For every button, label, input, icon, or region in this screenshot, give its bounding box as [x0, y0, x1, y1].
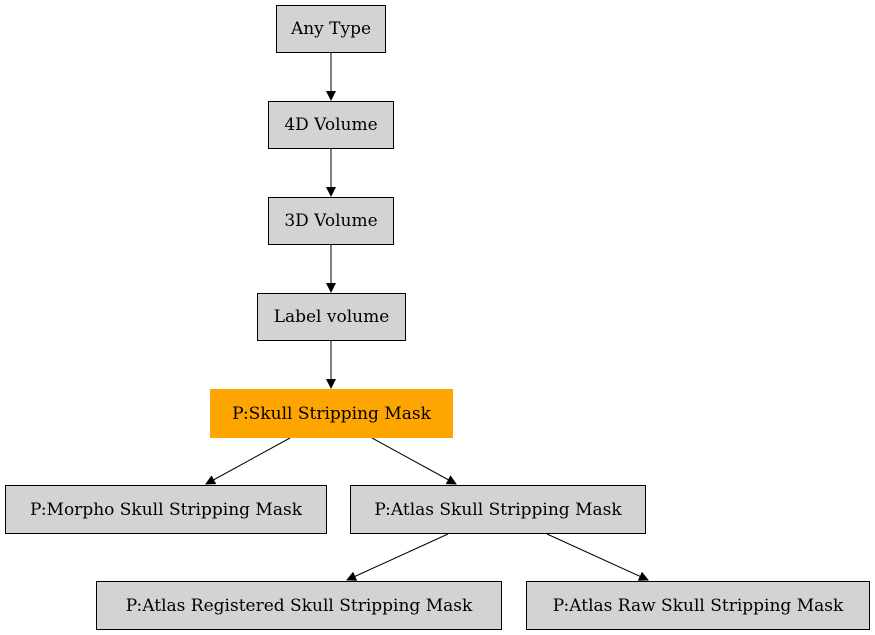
node-skull-stripping-mask[interactable]: P:Skull Stripping Mask: [210, 389, 453, 438]
node-any-type[interactable]: Any Type: [276, 5, 386, 53]
node-morpho-skull-stripping-mask[interactable]: P:Morpho Skull Stripping Mask: [5, 485, 327, 534]
edge-skull-stripping-to-atlas: [371, 437, 457, 485]
node-atlas-skull-stripping-mask[interactable]: P:Atlas Skull Stripping Mask: [350, 485, 646, 534]
node-label-volume[interactable]: Label volume: [257, 293, 406, 341]
node-atlas-registered-skull-stripping-mask[interactable]: P:Atlas Registered Skull Stripping Mask: [96, 581, 502, 630]
node-3d-volume[interactable]: 3D Volume: [268, 197, 394, 245]
edge-atlas-to-atlas-registered: [346, 533, 449, 581]
node-4d-volume[interactable]: 4D Volume: [268, 101, 394, 149]
edge-atlas-to-atlas-raw: [546, 533, 649, 581]
edge-skull-stripping-to-morpho: [205, 437, 291, 485]
node-atlas-raw-skull-stripping-mask[interactable]: P:Atlas Raw Skull Stripping Mask: [526, 581, 870, 630]
